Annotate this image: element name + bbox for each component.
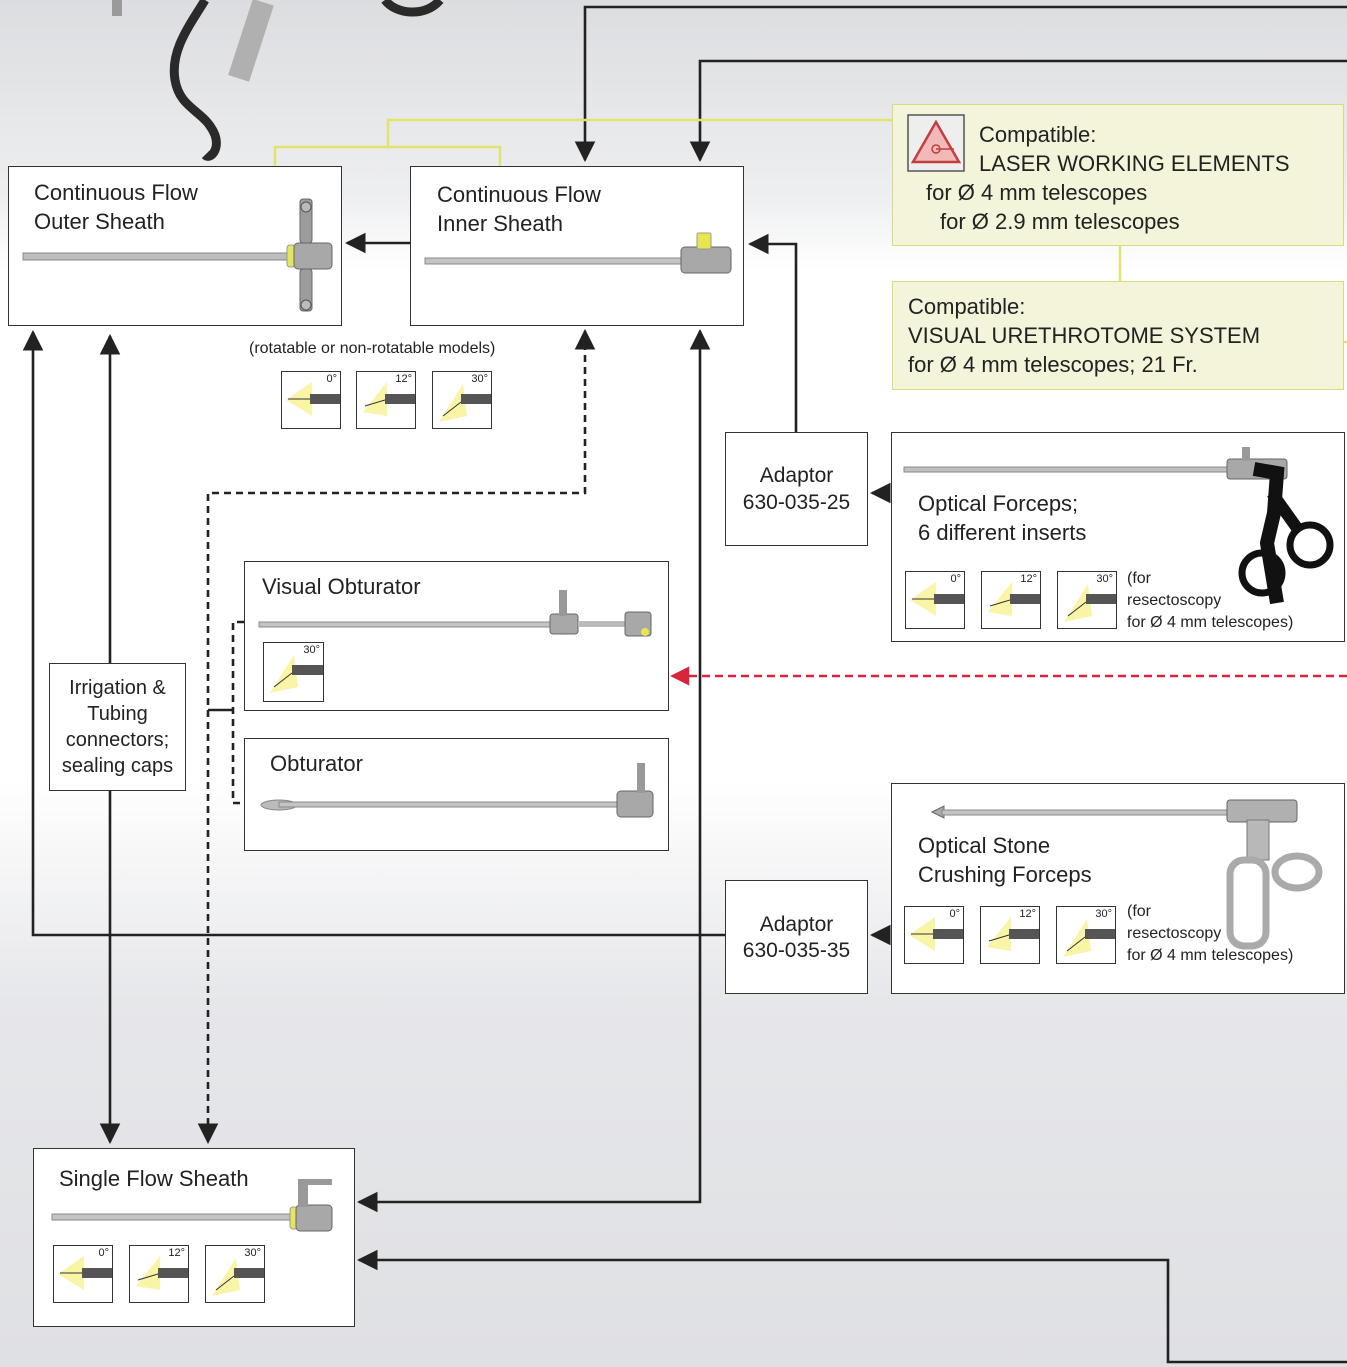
irrigation-line-4: sealing caps — [61, 755, 174, 777]
arrow-bottom-single — [356, 1249, 1347, 1364]
optical-forceps-box[interactable]: Optical Forceps; 6 different inserts (fo… — [891, 432, 1345, 642]
inner-sheath-title-2: Inner Sheath — [437, 211, 563, 236]
stone-forceps-note-1: (for — [1127, 903, 1151, 920]
obturator-title: Obturator — [270, 751, 363, 776]
optical-forceps-note-1: (for — [1127, 570, 1151, 587]
adaptor2-line-1: Adaptor — [759, 913, 834, 936]
optical-forceps-note-2: resectoscopy — [1127, 592, 1222, 609]
obturator-image — [260, 763, 654, 818]
arrow-top-1 — [574, 5, 1347, 163]
stone-forceps-note-2: resectoscopy — [1127, 925, 1222, 942]
angle-30-icon: 30° — [432, 371, 492, 429]
stone-forceps-line-1: Optical Stone — [918, 833, 1051, 858]
arrow-inner-single — [356, 328, 711, 1213]
single-angle-30-icon: 30° — [205, 1245, 265, 1303]
urethrotome-compatible-box: Compatible: VISUAL URETHROTOME SYSTEM fo… — [892, 281, 1344, 390]
laser-line-4: for Ø 2.9 mm telescopes — [940, 209, 1180, 234]
arrow-top-2 — [689, 59, 1347, 163]
optical-forceps-note-3: for Ø 4 mm telescopes) — [1127, 614, 1294, 631]
optical-forceps-line-2: 6 different inserts — [918, 520, 1087, 545]
visual-obturator-image — [258, 590, 652, 637]
arrow-adaptor1-inner — [747, 233, 798, 432]
inner-sheath-title-1: Continuous Flow — [437, 182, 601, 207]
inner-sheath-box[interactable]: Continuous Flow Inner Sheath — [410, 166, 744, 326]
yellow-link-laser — [386, 118, 892, 147]
laser-line-2: LASER WORKING ELEMENTS — [979, 151, 1290, 176]
laser-line-1: Compatible: — [979, 122, 1097, 147]
outer-sheath-title-2: Outer Sheath — [34, 209, 165, 234]
urethrotome-line-1: Compatible: — [908, 294, 1026, 319]
optical-forceps-image — [903, 447, 1334, 605]
outer-sheath-box[interactable]: Continuous Flow Outer Sheath — [8, 166, 342, 326]
adaptor-630-035-25-box[interactable]: Adaptor 630-035-25 — [725, 432, 868, 546]
forceps-angle-12-icon: 12° — [981, 571, 1041, 629]
irrigation-line-1: Irrigation & — [69, 677, 166, 699]
stone-forceps-image — [930, 799, 1323, 950]
laser-compatible-box: Compatible: LASER WORKING ELEMENTS for Ø… — [892, 104, 1344, 246]
single-angle-12-icon: 12° — [129, 1245, 189, 1303]
scissors-image — [169, 0, 444, 161]
angle-0-icon: 0° — [281, 371, 341, 429]
irrigation-line-3: connectors; — [65, 729, 170, 751]
stone-angle-30-icon: 30° — [1056, 906, 1116, 964]
stone-forceps-note-3: for Ø 4 mm telescopes) — [1127, 947, 1294, 964]
rotatable-note: (rotatable or non-rotatable models) — [249, 340, 496, 357]
inner-sheath-image — [424, 232, 732, 274]
urethrotome-line-3: for Ø 4 mm telescopes; 21 Fr. — [908, 352, 1198, 377]
outer-sheath-title-1: Continuous Flow — [34, 180, 198, 205]
stone-forceps-line-2: Crushing Forceps — [918, 862, 1092, 887]
urethrotome-line-2: VISUAL URETHROTOME SYSTEM — [908, 323, 1261, 348]
stone-forceps-box[interactable]: Optical Stone Crushing Forceps (for rese… — [891, 783, 1345, 994]
obturator-box[interactable]: Obturator — [244, 738, 669, 851]
irrigation-box[interactable]: Irrigation & Tubing connectors; sealing … — [49, 663, 186, 791]
stone-angle-0-icon: 0° — [904, 906, 964, 964]
forceps-angle-30-icon: 30° — [1057, 571, 1117, 629]
angle-12-icon: 12° — [356, 371, 416, 429]
dashed-visual-obturator — [231, 620, 244, 805]
stone-angle-12-icon: 12° — [980, 906, 1040, 964]
yellow-link-sheaths — [273, 145, 502, 166]
irrigation-line-2: Tubing — [87, 703, 148, 725]
adaptor1-line-1: Adaptor — [759, 464, 834, 487]
single-angle-0-icon: 0° — [53, 1245, 113, 1303]
forceps-angle-0-icon: 0° — [905, 571, 965, 629]
adaptor-630-035-35-box[interactable]: Adaptor 630-035-35 — [725, 880, 868, 994]
adaptor2-line-2: 630-035-35 — [742, 939, 851, 962]
adaptor1-line-2: 630-035-25 — [742, 491, 851, 514]
outer-sheath-image — [22, 198, 333, 312]
laser-line-3: for Ø 4 mm telescopes — [926, 180, 1148, 205]
visual-obturator-title: Visual Obturator — [262, 574, 421, 599]
laser-warning-icon — [907, 114, 965, 172]
instrument-tip — [112, 0, 122, 16]
visual-obturator-angle-30-icon: 30° — [263, 642, 324, 702]
dashed-inner-obturators — [197, 328, 596, 1145]
single-flow-title: Single Flow Sheath — [59, 1166, 249, 1191]
single-flow-image — [51, 1179, 333, 1232]
optical-forceps-line-1: Optical Forceps; — [918, 491, 1079, 516]
